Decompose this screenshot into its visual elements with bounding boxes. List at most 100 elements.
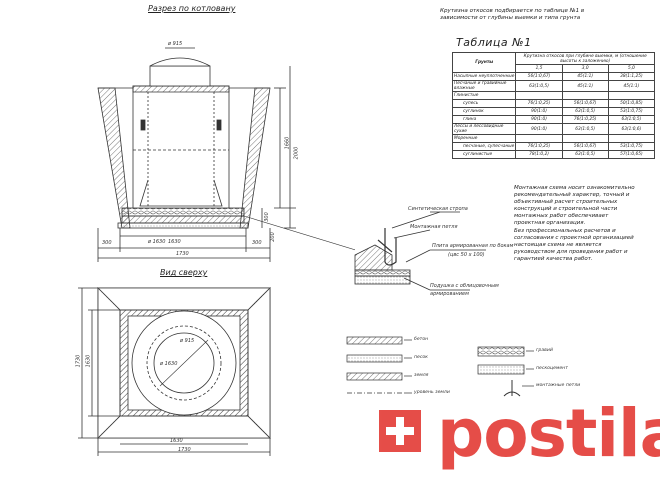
disclaimer-line: гарантией качества работ. xyxy=(514,255,593,262)
slope-value xyxy=(607,91,656,100)
slope-table: Грунты Крутизна откосов при глубине выем… xyxy=(451,52,656,159)
slope-value: 45(1:1) xyxy=(607,80,656,92)
slope-value xyxy=(515,134,563,143)
brand-logo-icon xyxy=(379,410,421,452)
header-depth: 3,0 xyxy=(561,64,609,73)
slope-value: 63(1:0,5) xyxy=(607,115,656,124)
legend-ground-level: уровень земли xyxy=(414,390,450,395)
callout-synthetic-tape: Синтетическая стропа xyxy=(408,206,468,212)
plan-view xyxy=(78,287,271,456)
slope-value: 56(1:0,67) xyxy=(561,142,609,151)
brand-watermark: postila.ru xyxy=(437,395,660,472)
soil-name: Глинистые xyxy=(451,91,517,100)
slope-value: 90(1:0) xyxy=(515,123,563,135)
dim-side-left: 300 xyxy=(102,240,112,246)
soil-name: песчаные, супесчаные xyxy=(451,142,517,151)
slope-value: 76(1:0,25) xyxy=(561,115,609,124)
dim-dia-plan: ø 1630 xyxy=(160,361,178,367)
slope-value: 63(1:0,5) xyxy=(561,123,609,135)
disclaimer-line: объективный расчет строительных xyxy=(514,199,618,206)
soil-name: суглинистые xyxy=(451,150,517,159)
plan-title: Вид сверху xyxy=(160,268,208,277)
slope-value: 76(1:0,25) xyxy=(515,99,563,108)
legend-sand: песок xyxy=(414,355,428,360)
dim-h-total: 2000 xyxy=(293,146,300,160)
slope-value xyxy=(561,134,609,143)
slope-note-line: Крутизна откосов подбирается по таблице … xyxy=(440,8,585,14)
header-depth: 1,5 xyxy=(515,64,563,73)
slope-value: 63(1:0,6) xyxy=(607,123,656,135)
detail-view xyxy=(354,211,486,295)
slope-value: 76(1:0,25) xyxy=(515,142,563,151)
slope-value: 38(1:1,25) xyxy=(607,72,656,81)
table-title: Таблица №1 xyxy=(456,36,532,49)
callout-pillow: Подушка с облицовочным xyxy=(430,283,499,289)
slope-note: Крутизна откосов подбирается по таблице … xyxy=(440,8,584,23)
dim-dia-bottom: ø 1630 xyxy=(148,239,166,245)
table-row: Моренные xyxy=(451,134,656,143)
dim-dia-top: ø 915 xyxy=(168,41,183,47)
legend-concrete: бетон xyxy=(414,337,429,342)
slope-value: 63(1:0,5) xyxy=(561,107,609,116)
legend-cement-sand: пескоцемент xyxy=(536,366,568,371)
soil-name: суглинок xyxy=(451,107,517,116)
section-title: Разрез по котловану xyxy=(148,4,236,13)
table-row: Глинистые xyxy=(451,91,656,100)
slope-value: 63(1:0,5) xyxy=(515,80,563,92)
slope-note-line: зависимости от глубины выемки и типа гру… xyxy=(440,15,581,22)
slope-value: 45(1:1) xyxy=(561,72,609,81)
slope-value: 56(1:0,67) xyxy=(515,72,563,81)
slope-value: 50(1:0,85) xyxy=(607,99,656,108)
disclaimer-line: монтажных работ обеспечивает xyxy=(514,213,609,220)
dim-w-plan-inner: 1630 xyxy=(170,438,183,444)
dim-w-inner: 1630 xyxy=(168,239,181,245)
header-depth: 5,0 xyxy=(607,64,656,73)
slope-value: 90(1:0) xyxy=(515,115,563,124)
section-view xyxy=(97,47,396,263)
dim-w-outer: 1730 xyxy=(176,251,189,257)
legend-loop: монтажные петли xyxy=(536,383,581,388)
dim-h-small: 200 xyxy=(269,232,276,242)
legend-graphics xyxy=(346,336,534,397)
slope-value: 78(1:0,2) xyxy=(515,150,563,159)
disclaimer-line: настоящая схема не является xyxy=(514,241,602,248)
header-group: Крутизна откосов при глубине выемки, м (… xyxy=(515,52,655,65)
dim-w-plan-outer: 1730 xyxy=(178,447,191,453)
dim-side-right: 300 xyxy=(252,240,262,246)
slope-value: 56(1:0,67) xyxy=(561,99,609,108)
disclaimer-line: конструкций и строительной части xyxy=(514,206,618,213)
slope-value: 45(1:1) xyxy=(561,80,609,92)
slope-value xyxy=(515,91,563,100)
slope-value: 63(1:0,5) xyxy=(561,150,609,159)
legend-soil: земля xyxy=(414,373,429,378)
slope-value xyxy=(561,91,609,100)
soil-name: Лессы и лессовидные сухие xyxy=(451,123,517,135)
disclaimer-line: рекомендательный характер, точный и xyxy=(514,192,630,199)
header-soil: Грунты xyxy=(451,52,517,73)
soil-name: глина xyxy=(451,115,517,124)
slope-value: 57(1:0,65) xyxy=(607,150,656,159)
dim-plan-v1: 1730 xyxy=(75,354,82,368)
soil-name: Песчаные и гравийные влажные xyxy=(451,80,517,92)
disclaimer-line: руководством для проведения работ и xyxy=(514,248,628,255)
disclaimer-line: проектная организация. xyxy=(514,220,586,227)
slope-value xyxy=(607,134,656,143)
disclaimer-line: Монтажная схема носит ознакомительно xyxy=(514,185,635,191)
slope-value: 53(1:0,75) xyxy=(607,107,656,116)
dim-h-base: 300 xyxy=(263,212,270,222)
disclaimer-line: Без профессиональных расчетов и xyxy=(514,227,616,234)
dim-dia-plan-inner: ø 915 xyxy=(180,338,195,344)
callout-pillow-2: армированием xyxy=(430,291,469,297)
soil-name: Моренные xyxy=(451,134,517,143)
